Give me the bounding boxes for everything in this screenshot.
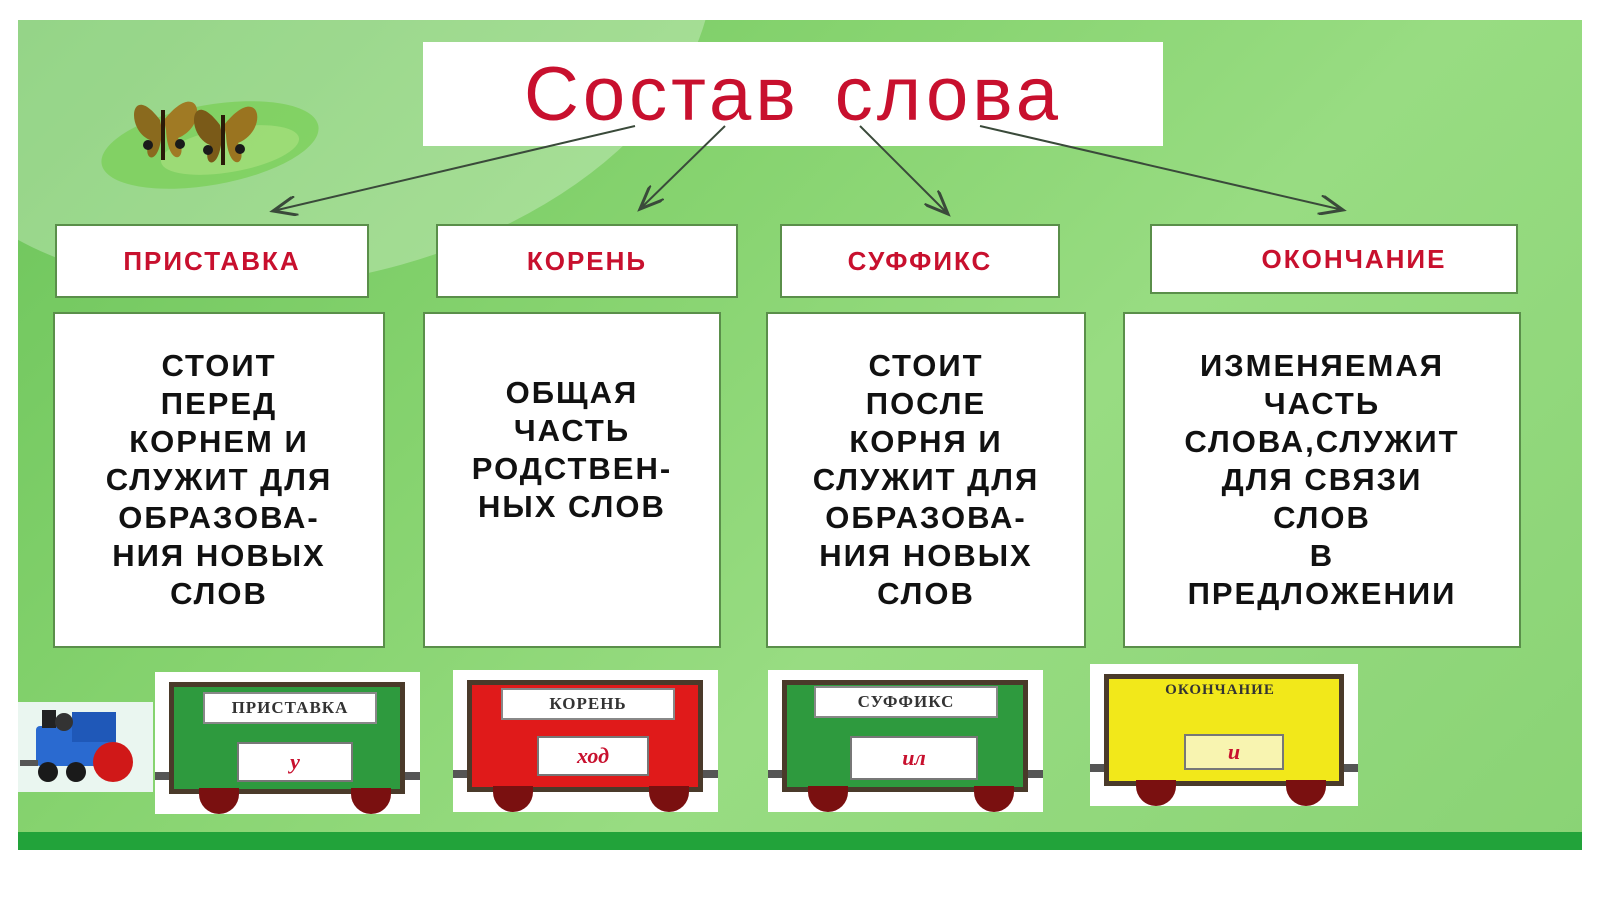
wagon-sign: ПРИСТАВКА	[203, 692, 377, 724]
title-box: Состав слова	[423, 42, 1163, 146]
description-suffix: СТОИТ ПОСЛЕ КОРНЯ И СЛУЖИТ ДЛЯ ОБРАЗОВА-…	[766, 312, 1086, 648]
wagon-wheel	[351, 788, 391, 814]
wagon-wheel	[1136, 780, 1176, 806]
page-title: Состав слова	[523, 51, 1063, 137]
wagon-sign: ОКОНЧАНИЕ	[1165, 681, 1275, 698]
description-ending: ИЗМЕНЯЕМАЯ ЧАСТЬ СЛОВА,СЛУЖИТ ДЛЯ СВЯЗИ …	[1123, 312, 1521, 648]
wagon-example: и	[1184, 734, 1284, 770]
label-root: КОРЕНЬ	[436, 224, 738, 298]
description-prefix: СТОИТ ПЕРЕД КОРНЕМ И СЛУЖИТ ДЛЯ ОБРАЗОВА…	[53, 312, 385, 648]
wagon-example: ход	[537, 736, 649, 776]
wagon-wheel	[1286, 780, 1326, 806]
locomotive-icon	[18, 702, 153, 792]
wagon-sign: КОРЕНЬ	[501, 688, 675, 720]
wagon-wheel	[493, 786, 533, 812]
description-root: ОБЩАЯ ЧАСТЬ РОДСТВЕН- НЫХ СЛОВ	[423, 312, 721, 648]
wagon-suffix: СУФФИКС ил	[768, 670, 1043, 812]
wagon-ending: ОКОНЧАНИЕ и	[1090, 664, 1358, 806]
wagon-example: у	[237, 742, 353, 782]
wagon-wheel	[649, 786, 689, 812]
wagon-prefix: ПРИСТАВКА у	[155, 672, 420, 814]
butterflies-icon	[101, 101, 319, 189]
label-suffix: СУФФИКС	[780, 224, 1060, 298]
slide-background: Состав слова ПРИСТАВКА КОРЕНЬ СУФФИКС ОК…	[18, 20, 1582, 850]
label-ending: ОКОНЧАНИЕ	[1150, 224, 1518, 294]
wagon-wheel	[974, 786, 1014, 812]
wagon-body	[1104, 674, 1344, 786]
wagon-wheel	[199, 788, 239, 814]
wagon-wheel	[808, 786, 848, 812]
bottom-bar	[18, 832, 1582, 850]
wagon-sign: СУФФИКС	[814, 686, 998, 718]
wagon-root: КОРЕНЬ ход	[453, 670, 718, 812]
label-prefix: ПРИСТАВКА	[55, 224, 369, 298]
wagon-example: ил	[850, 736, 978, 780]
